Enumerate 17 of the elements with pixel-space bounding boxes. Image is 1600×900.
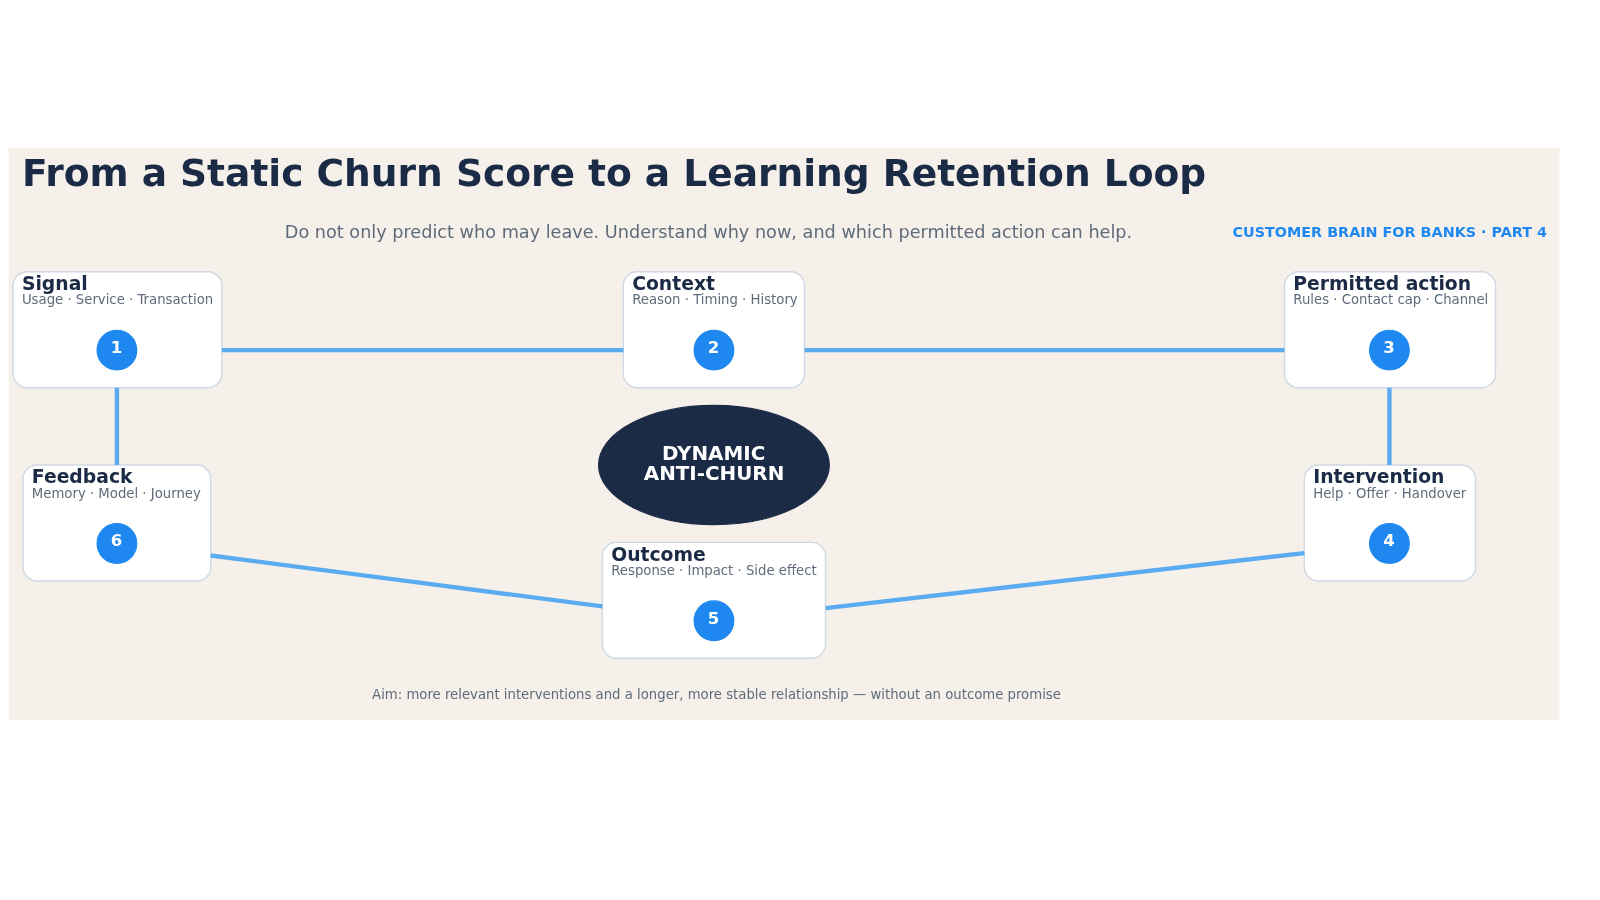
label: Aim: more relevant interventions and a longer, more stable relationship — without an outcome promise <box>372 687 1061 703</box>
connector <box>804 347 1285 353</box>
diagram-title: From a Static Churn Score to a Learning Retention Loop <box>21 150 1207 195</box>
node-circle: 4 <box>1369 523 1410 564</box>
node-circle: 1 <box>96 329 138 371</box>
node-circle: 3 <box>1369 329 1410 371</box>
node-circle: 5 <box>693 600 735 642</box>
node-circle: 2 <box>693 329 735 371</box>
node-ellipse: DYNAMIC ANTI-CHURN <box>597 404 830 526</box>
node-circle: 6 <box>96 523 138 564</box>
label: CUSTOMER BRAIN FOR BANKS · PART 4 <box>1232 223 1547 240</box>
connector <box>1387 387 1392 465</box>
connector <box>825 550 1305 611</box>
connector <box>114 387 120 465</box>
connector <box>210 553 603 609</box>
connector <box>221 347 624 353</box>
label: Do not only predict who may leave. Understand why now, and which permitted action can help. <box>284 222 1133 243</box>
